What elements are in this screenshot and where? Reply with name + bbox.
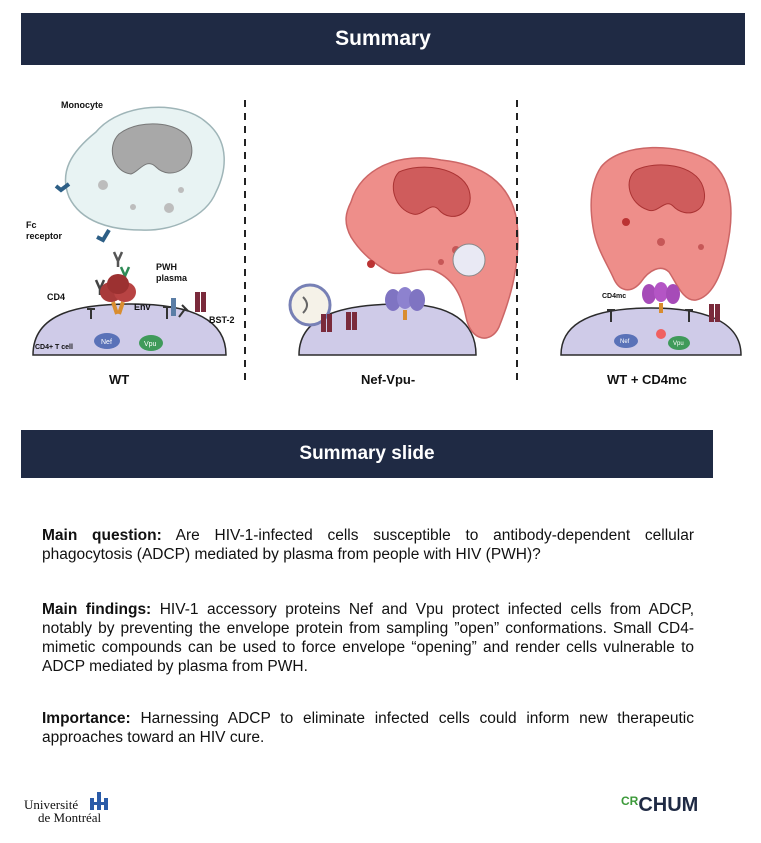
nef-protein <box>94 333 120 349</box>
wt-panel: Monocyte Fc receptor PWH plasma CD4 Env … <box>26 100 235 387</box>
monocyte-label: Monocyte <box>61 100 103 110</box>
main-question-paragraph: Main question: Are HIV-1-infected cells … <box>42 526 694 564</box>
nefvpu-monocyte <box>345 157 519 339</box>
main-question-text: Are HIV-1-infected cells susceptible to … <box>42 527 694 563</box>
crchum-chum: CHUM <box>638 794 699 816</box>
cd4-label: CD4 <box>47 292 65 302</box>
summary-slide-banner: Summary slide <box>21 430 713 478</box>
main-findings-label: Main findings: <box>42 601 152 618</box>
summary-figure: Monocyte Fc receptor PWH plasma CD4 Env … <box>26 100 742 387</box>
cd4mc-compound-icon <box>656 329 666 339</box>
pwh-label: PWH <box>156 262 177 272</box>
cd4-receptor-icon <box>171 298 176 316</box>
cd4mc-env-icon <box>642 282 680 313</box>
bst2-label: BST-2 <box>209 315 235 325</box>
inhibition-icon <box>163 306 171 319</box>
crchum-logo: CRCHUM <box>621 794 698 817</box>
cd4-t-cell-label: CD4+ T cell <box>35 344 73 351</box>
nefvpu-monocyte-nucleus <box>392 166 471 217</box>
cd4mc-panel: CD4mc Nef Vpu WT + CD4mc <box>560 146 742 387</box>
env-label: Env <box>134 302 151 312</box>
nefvpu-panel: Nef-Vpu- <box>288 157 519 387</box>
wt-t-cell <box>32 303 227 356</box>
importance-paragraph: Importance: Harnessing ADCP to eliminate… <box>42 709 694 747</box>
nefvpu-caption: Nef-Vpu- <box>361 372 415 387</box>
phagosome-icon <box>452 243 486 277</box>
wt-caption: WT <box>109 372 129 387</box>
summary-banner: Summary <box>21 13 745 65</box>
bst2-icon <box>321 314 326 332</box>
cd4mc-monocyte-nucleus <box>628 164 706 214</box>
env-trimer-icon <box>100 274 136 315</box>
summary-slide-title: Summary slide <box>299 443 435 464</box>
inhibition-icon <box>87 308 95 319</box>
inhibition-icon <box>607 309 615 322</box>
cd4mc-label: CD4mc <box>602 293 626 300</box>
universite-de-montreal-logo: Université de Montréal <box>24 790 124 826</box>
main-findings-paragraph: Main findings: HIV-1 accessory proteins … <box>42 600 694 676</box>
wt-monocyte-nucleus <box>111 123 193 175</box>
main-findings-text: HIV-1 accessory proteins Nef and Vpu pro… <box>42 601 695 675</box>
vpu-label: Vpu <box>144 341 157 348</box>
open-env-icon <box>385 287 425 320</box>
cd4mc-t-cell <box>560 307 742 356</box>
inhibition-icon <box>178 304 189 318</box>
receptor-label: receptor <box>26 231 63 241</box>
nef-label: Nef <box>101 339 112 346</box>
fc-receptor-icon <box>54 182 71 193</box>
plasma-label: plasma <box>156 273 188 283</box>
crchum-cr: CR <box>621 794 639 808</box>
main-question-label: Main question: <box>42 527 162 544</box>
importance-label: Importance: <box>42 710 131 727</box>
inhibition-icon <box>685 309 693 322</box>
udem-emblem-icon <box>90 792 108 810</box>
bst2-icon <box>195 292 200 312</box>
fc-receptor-icon <box>96 228 111 243</box>
nef-label: Nef <box>620 339 630 345</box>
bst2-icon <box>709 304 714 322</box>
cd4mc-caption: WT + CD4mc <box>607 372 687 387</box>
importance-text: Harnessing ADCP to eliminate infected ce… <box>42 710 694 746</box>
udem-line2: de Montréal <box>38 810 102 825</box>
virion-icon <box>288 283 332 327</box>
vpu-protein <box>668 336 690 350</box>
udem-line1: Université <box>24 797 79 812</box>
summary-title: Summary <box>335 27 431 50</box>
vpu-protein <box>139 335 163 351</box>
nef-protein <box>614 334 638 348</box>
vpu-label: Vpu <box>673 341 684 347</box>
antibody-icon <box>112 251 124 267</box>
fc-label: Fc <box>26 220 37 230</box>
